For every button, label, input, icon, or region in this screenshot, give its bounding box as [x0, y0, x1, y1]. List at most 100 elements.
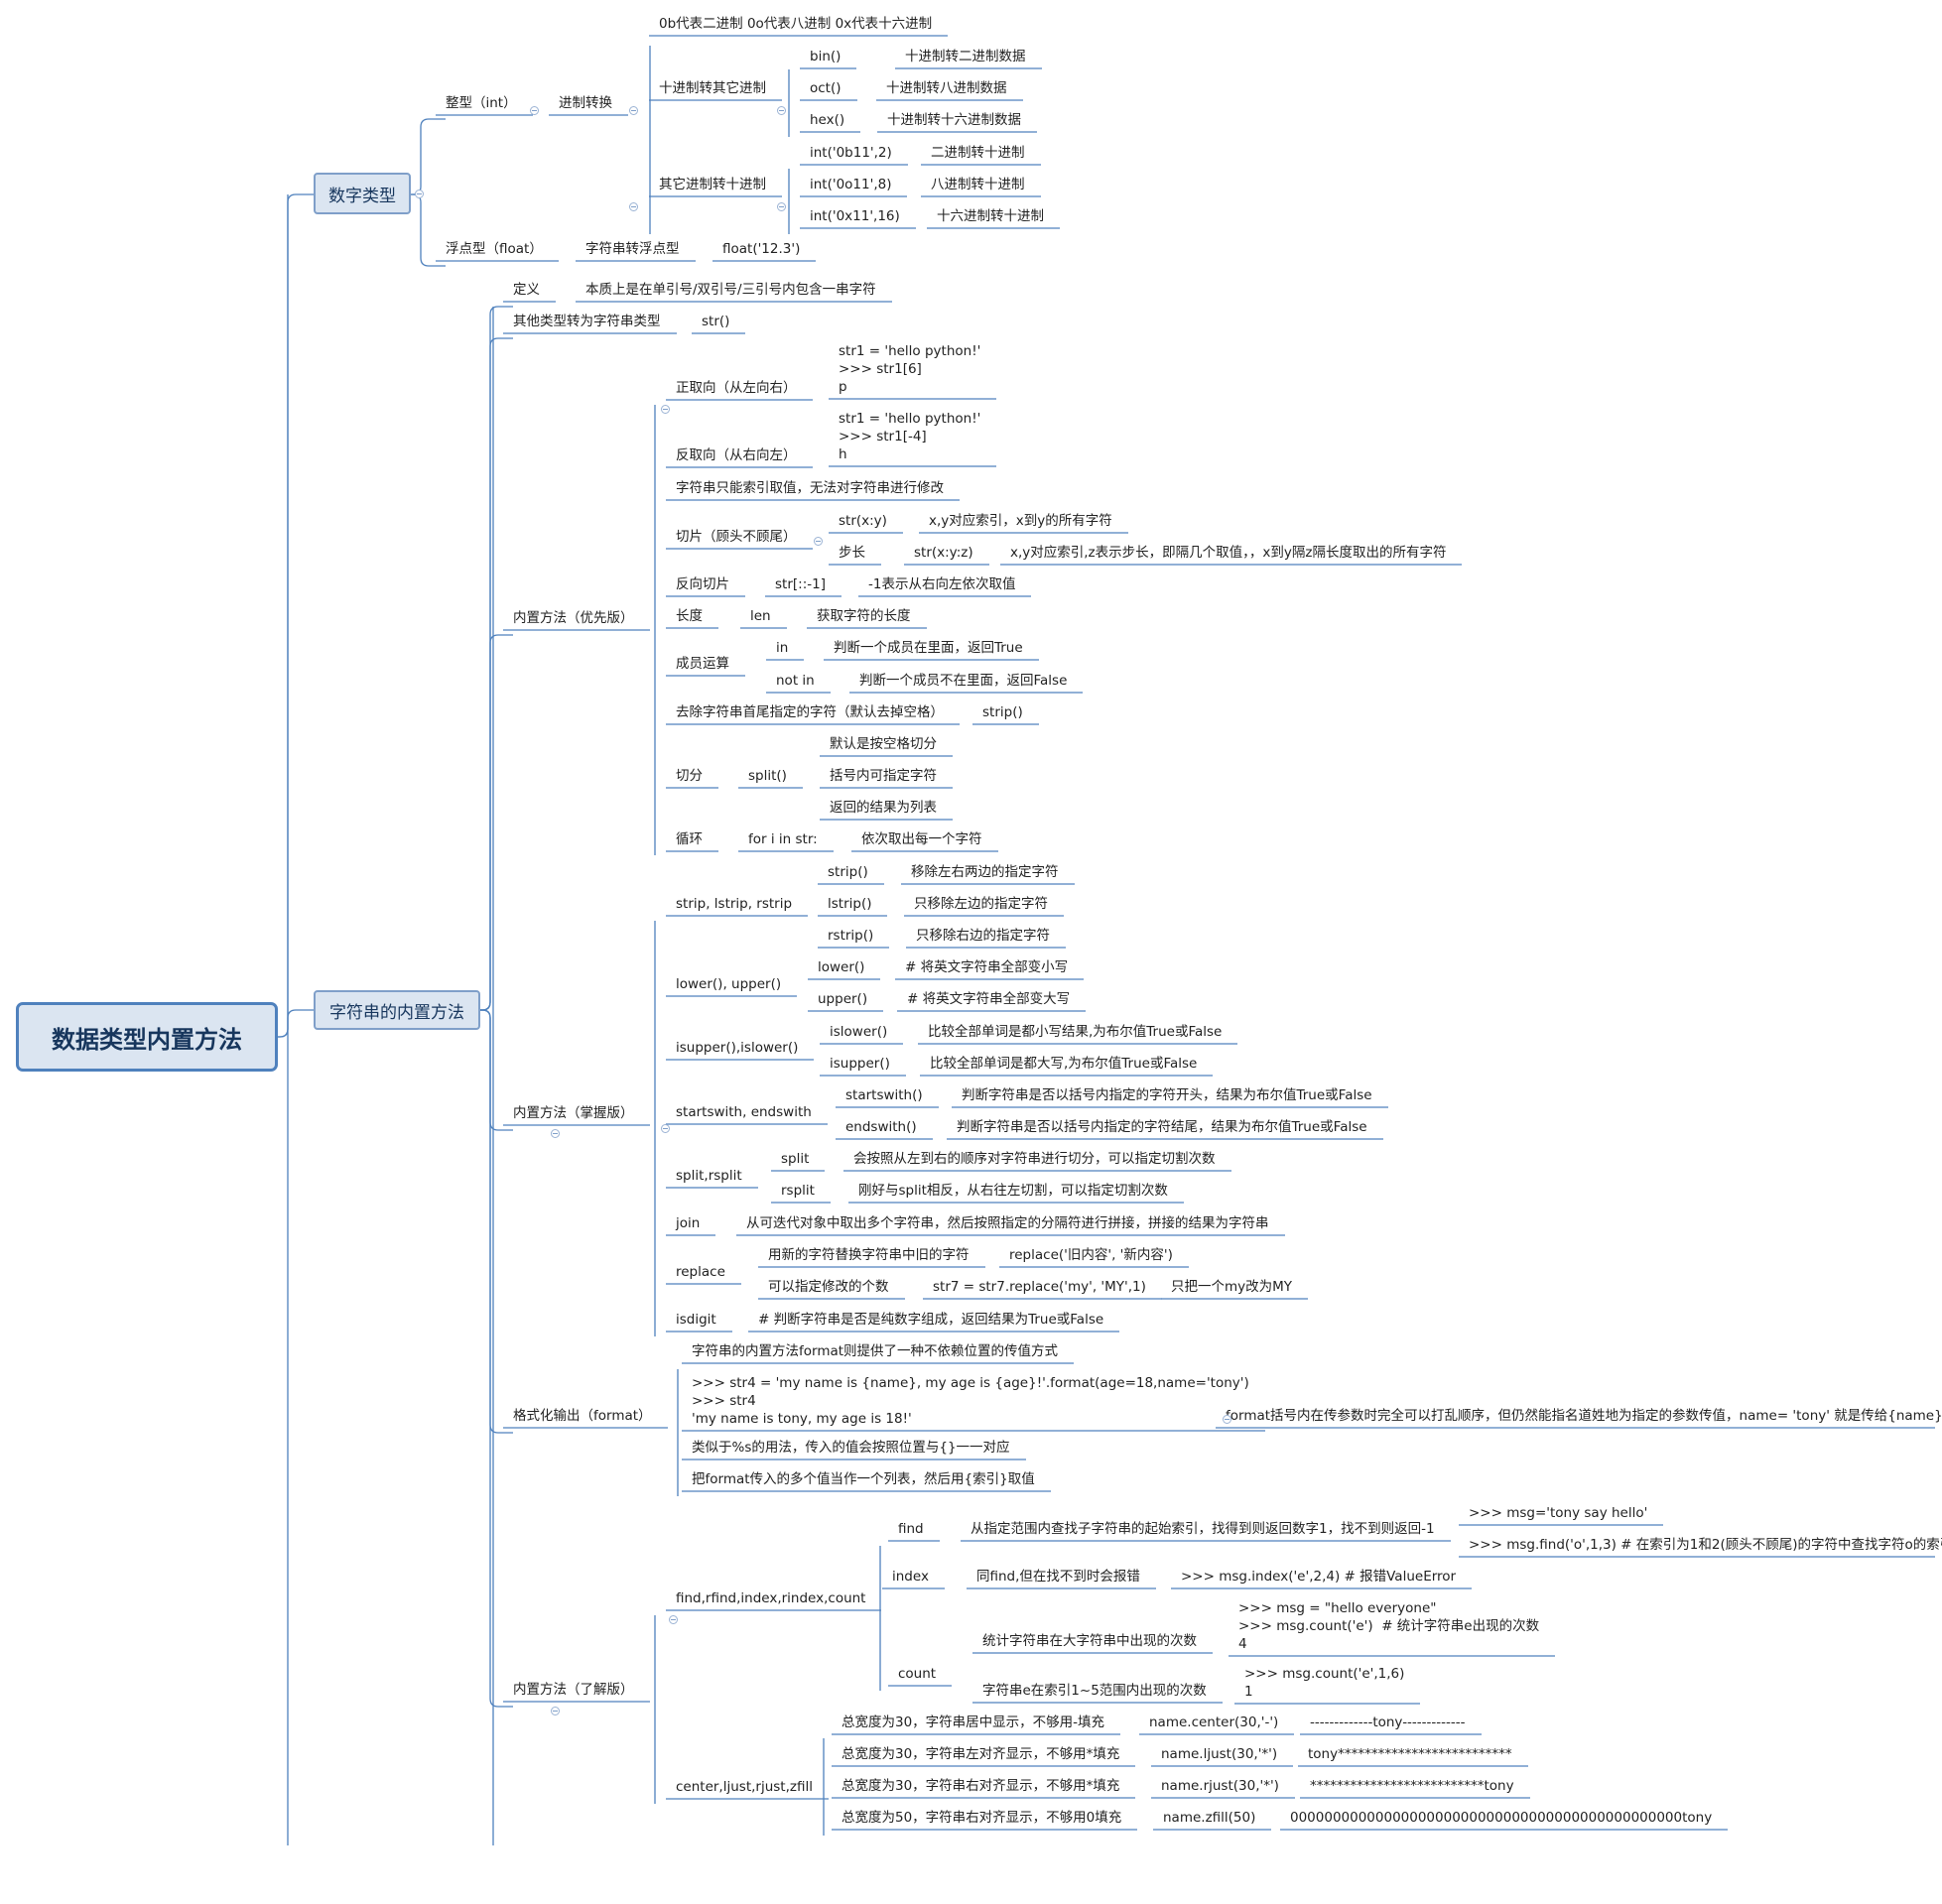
fmt2-node[interactable]: >>> str4 = 'my name is {name}, my age is… — [692, 1375, 1249, 1427]
float-node[interactable]: 浮点型（float） — [446, 241, 543, 257]
index-ex[interactable]: >>> msg.index('e',2,4) # 报错ValueError — [1181, 1569, 1457, 1585]
conv-node[interactable]: 进制转换 — [559, 95, 612, 111]
collapse-toggle-icon[interactable] — [777, 202, 786, 211]
split-m[interactable]: split — [781, 1151, 810, 1167]
root-topic[interactable]: 数据类型内置方法 — [16, 1002, 278, 1072]
int-node[interactable]: 整型（int） — [446, 95, 517, 111]
collapse-toggle-icon[interactable] — [629, 106, 638, 115]
lstrip-m[interactable]: lstrip() — [828, 896, 872, 912]
upper-m[interactable]: upper() — [818, 991, 868, 1007]
ew-m[interactable]: endswith() — [845, 1119, 917, 1135]
hex-desc[interactable]: 十进制转十六进制数据 — [887, 112, 1021, 128]
cnt2-ex[interactable]: >>> msg.count('e',1,6) 1 — [1244, 1666, 1405, 1700]
notin-node[interactable]: not in — [776, 673, 815, 689]
int8-node[interactable]: int('0o11',8) — [810, 177, 892, 192]
fmt-node[interactable]: 格式化输出（format） — [513, 1408, 652, 1424]
lower-m-desc[interactable]: # 将英文字符串全部变小写 — [905, 959, 1069, 975]
rep2-node[interactable]: 可以指定修改的个数 — [768, 1279, 889, 1295]
replace-node[interactable]: replace — [676, 1264, 725, 1280]
collapse-toggle-icon[interactable] — [415, 190, 424, 198]
rsplit-m-desc[interactable]: 刚好与split相反，从右往左切割，可以指定切割次数 — [858, 1183, 1168, 1199]
to-dec-node[interactable]: 其它进制转十进制 — [659, 177, 766, 192]
lower-m[interactable]: lower() — [818, 959, 865, 975]
collapse-toggle-icon[interactable] — [777, 106, 786, 115]
rev-example[interactable]: str1 = 'hello python!' >>> str1[-4] h — [839, 411, 981, 462]
cnt2-node[interactable]: 字符串e在索引1~5范围内出现的次数 — [982, 1683, 1207, 1699]
collapse-toggle-icon[interactable] — [661, 405, 670, 414]
collapse-toggle-icon[interactable] — [530, 106, 539, 115]
p1-node[interactable]: 内置方法（优先版） — [513, 610, 634, 626]
other-node[interactable]: 其他类型转为字符串类型 — [513, 314, 661, 329]
rstrip-m-desc[interactable]: 只移除右边的指定字符 — [916, 928, 1050, 944]
lu-node[interactable]: lower(), upper() — [676, 976, 782, 992]
c2-result[interactable]: tony************************** — [1308, 1746, 1512, 1762]
int2-desc[interactable]: 二进制转十进制 — [931, 145, 1025, 161]
isul-node[interactable]: isupper(),islower() — [676, 1040, 799, 1056]
c1-result[interactable]: -------------tony------------- — [1310, 1714, 1466, 1730]
collapse-toggle-icon[interactable] — [661, 1124, 670, 1133]
fmt3-node[interactable]: 类似于%s的用法，传入的值会按照位置与{}一一对应 — [692, 1440, 1010, 1456]
rstrip-m[interactable]: rstrip() — [828, 928, 874, 944]
find-desc[interactable]: 从指定范围内查找子字符串的起始索引，找得到则返回数字1，找不到则返回-1 — [971, 1521, 1435, 1537]
def-desc[interactable]: 本质上是在单引号/双引号/三引号内包含一串字符 — [585, 282, 876, 298]
rep2-desc[interactable]: 只把一个my改为MY — [1171, 1279, 1293, 1295]
c4-result[interactable]: 0000000000000000000000000000000000000000… — [1290, 1810, 1713, 1826]
c2-code[interactable]: name.ljust(30,'*') — [1161, 1746, 1278, 1762]
join-node[interactable]: join — [676, 1215, 701, 1231]
frc-node[interactable]: find,rfind,index,rindex,count — [676, 1590, 866, 1606]
find-ex-1[interactable]: >>> msg='tony say hello' — [1469, 1505, 1648, 1521]
fwd-example[interactable]: str1 = 'hello python!' >>> str1[6] p — [839, 343, 981, 395]
sls-node[interactable]: strip, lstrip, rstrip — [676, 896, 793, 912]
split-code[interactable]: split() — [748, 768, 787, 784]
rep2-code[interactable]: str7 = str7.replace('my', 'MY',1) — [933, 1279, 1146, 1295]
rev-node[interactable]: 反取向（从右向左） — [676, 447, 797, 463]
c3-result[interactable]: **************************tony — [1310, 1778, 1514, 1794]
loop-code[interactable]: for i in str: — [748, 831, 818, 847]
rsplit-m[interactable]: rsplit — [781, 1183, 815, 1199]
isdigit-desc[interactable]: # 判断字符串是否是纯数字组成，返回结果为True或False — [758, 1312, 1104, 1328]
join-desc[interactable]: 从可迭代对象中取出多个字符串，然后按照指定的分隔符进行拼接，拼接的结果为字符串 — [746, 1215, 1269, 1231]
rep1-node[interactable]: 用新的字符替换字符串中旧的字符 — [768, 1247, 970, 1263]
loop-node[interactable]: 循环 — [676, 831, 703, 847]
split-desc-2[interactable]: 括号内可指定字符 — [830, 768, 937, 784]
int16-desc[interactable]: 十六进制转十进制 — [937, 208, 1044, 224]
fmt1-node[interactable]: 字符串的内置方法format则提供了一种不依赖位置的传值方式 — [692, 1343, 1059, 1359]
sxy-desc[interactable]: x,y对应索引，x到y的所有字符 — [929, 513, 1112, 529]
split-desc-1[interactable]: 默认是按空格切分 — [830, 736, 937, 752]
loop-desc[interactable]: 依次取出每一个字符 — [861, 831, 982, 847]
c3-code[interactable]: name.rjust(30,'*') — [1161, 1778, 1279, 1794]
isupper-m[interactable]: isupper() — [830, 1056, 890, 1072]
oct-desc[interactable]: 十进制转八进制数据 — [886, 80, 1007, 96]
fwd-node[interactable]: 正取向（从左向右） — [676, 380, 797, 396]
cnt1-node[interactable]: 统计字符串在大字符串中出现的次数 — [982, 1633, 1197, 1649]
c4-node[interactable]: 总宽度为50，字符串右对齐显示，不够用0填充 — [842, 1810, 1122, 1826]
find-ex-2[interactable]: >>> msg.find('o',1,3) # 在索引为1和2(顾头不顾尾)的字… — [1469, 1537, 1942, 1553]
count-node[interactable]: count — [898, 1666, 937, 1682]
se-node[interactable]: startswith, endswith — [676, 1104, 812, 1120]
hex-node[interactable]: hex() — [810, 112, 845, 128]
collapse-toggle-icon[interactable] — [1223, 1415, 1231, 1424]
c2-node[interactable]: 总宽度为30，字符串左对齐显示，不够用*填充 — [842, 1746, 1120, 1762]
p3-node[interactable]: 内置方法（了解版） — [513, 1682, 634, 1698]
sxyz-node[interactable]: str(x:y:z) — [914, 545, 973, 561]
p2-node[interactable]: 内置方法（掌握版） — [513, 1105, 634, 1121]
strip-m[interactable]: strip() — [828, 864, 868, 880]
lstrip-m-desc[interactable]: 只移除左边的指定字符 — [914, 896, 1048, 912]
prefix-node[interactable]: 0b代表二进制 0o代表八进制 0x代表十六进制 — [659, 16, 933, 32]
bin-desc[interactable]: 十进制转二进制数据 — [905, 49, 1026, 64]
sxyz-desc[interactable]: x,y对应索引,z表示步长，即隔几个取值，，x到y隔z隔长度取出的所有字符 — [1010, 545, 1447, 561]
fmt2-desc[interactable]: format括号内在传参数时完全可以打乱顺序，但仍然能指名道姓地为指定的参数传值… — [1226, 1408, 1942, 1424]
islower-m[interactable]: islower() — [830, 1024, 888, 1040]
split-desc-3[interactable]: 返回的结果为列表 — [830, 800, 937, 816]
float-example[interactable]: float('12.3') — [722, 241, 801, 257]
sw-m[interactable]: startswith() — [845, 1087, 923, 1103]
oct-node[interactable]: oct() — [810, 80, 842, 96]
strip-trim-node[interactable]: 去除字符串首尾指定的字符（默认去掉空格） — [676, 704, 944, 720]
sxy-node[interactable]: str(x:y) — [839, 513, 887, 529]
ew-m-desc[interactable]: 判断字符串是否以括号内指定的字符结尾，结果为布尔值True或False — [957, 1119, 1367, 1135]
int8-desc[interactable]: 八进制转十进制 — [931, 177, 1025, 192]
split-node[interactable]: 切分 — [676, 768, 703, 784]
islower-m-desc[interactable]: 比较全部单词是都小写结果,为布尔值True或False — [928, 1024, 1223, 1040]
sw-m-desc[interactable]: 判断字符串是否以括号内指定的字符开头，结果为布尔值True或False — [962, 1087, 1372, 1103]
index-desc[interactable]: 同find,但在找不到时会报错 — [976, 1569, 1140, 1585]
